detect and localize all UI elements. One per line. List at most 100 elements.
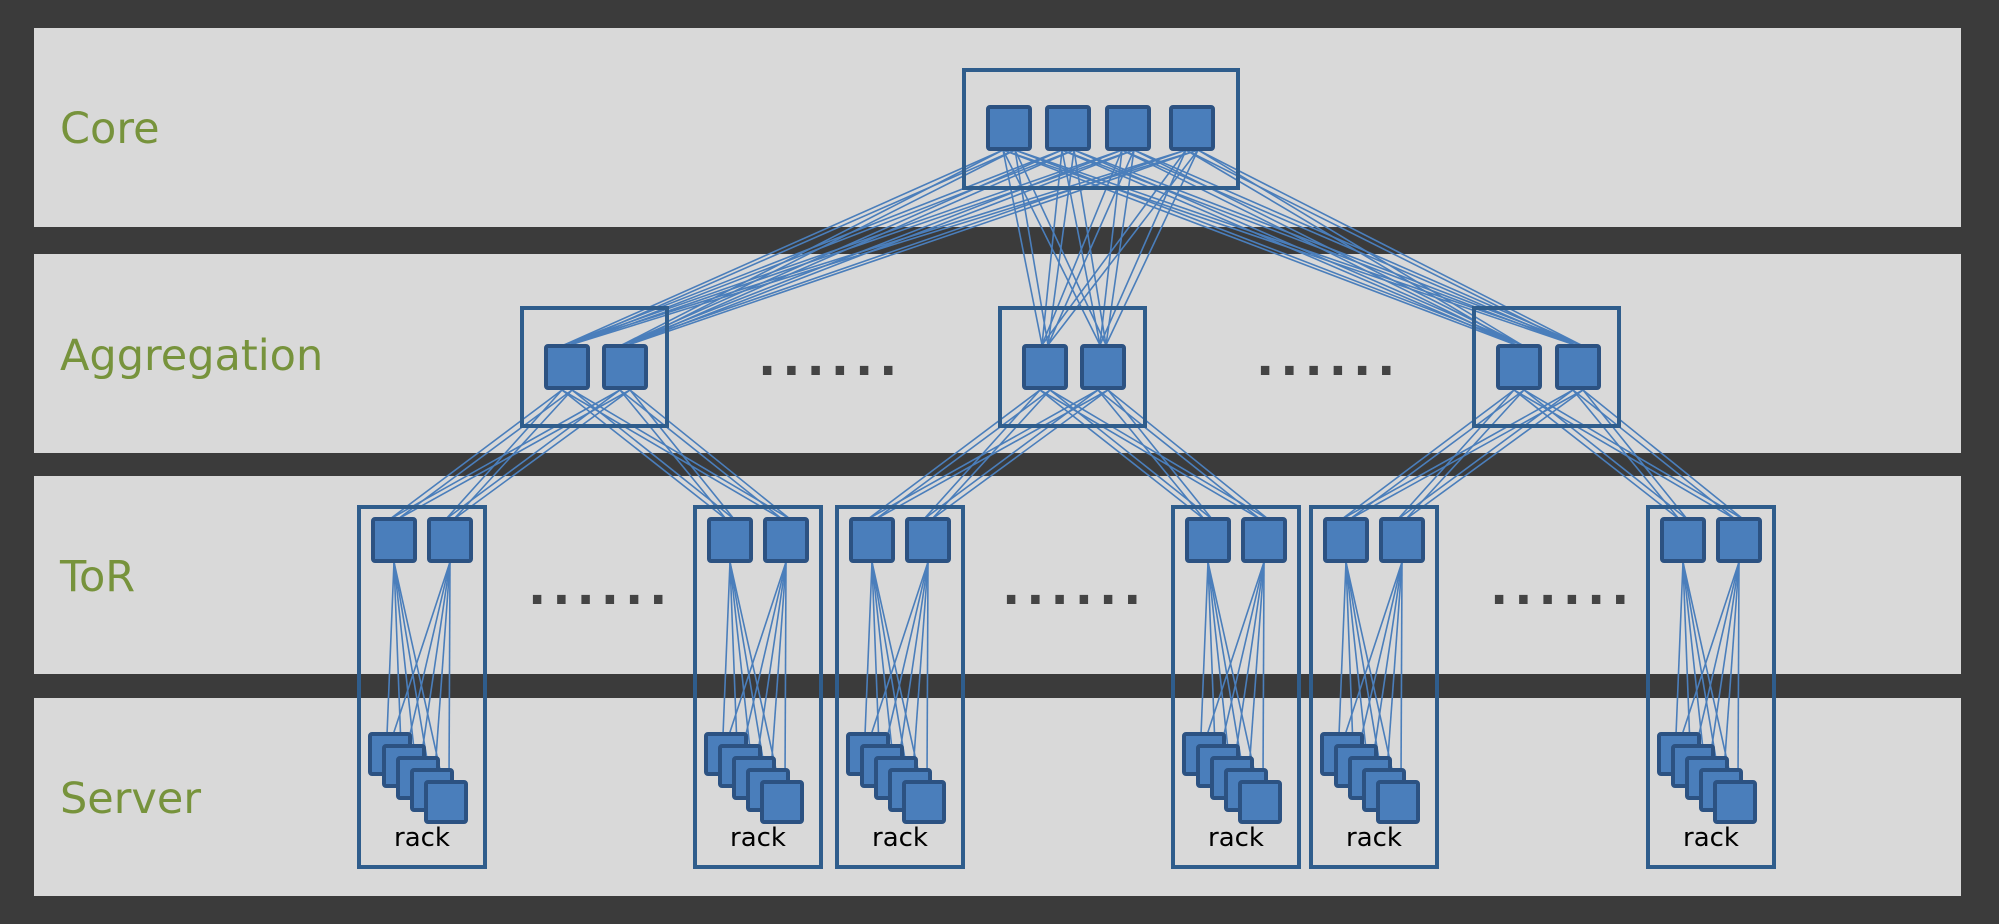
tor-rack xyxy=(1171,505,1301,869)
link xyxy=(1039,389,1205,520)
link xyxy=(1723,561,1740,772)
link xyxy=(1513,389,1680,520)
link xyxy=(1061,149,1101,346)
tor-layer-label: ToR xyxy=(60,552,136,602)
rack-label: rack xyxy=(1208,823,1264,853)
link xyxy=(1582,389,1744,520)
link xyxy=(1513,389,1736,520)
link xyxy=(1107,389,1213,520)
link xyxy=(1682,561,1691,748)
link xyxy=(1372,561,1403,760)
link xyxy=(871,561,922,784)
link xyxy=(386,561,395,736)
link xyxy=(1041,149,1187,346)
link xyxy=(867,389,1041,520)
server xyxy=(760,780,804,824)
link xyxy=(563,149,1004,346)
link xyxy=(619,389,783,520)
link xyxy=(1099,149,1123,346)
link xyxy=(912,561,929,772)
link xyxy=(1682,561,1705,760)
link xyxy=(870,561,929,736)
link xyxy=(1582,389,1688,520)
tor-switch xyxy=(1379,517,1425,563)
rack-label: rack xyxy=(394,823,450,853)
link xyxy=(1133,149,1582,346)
aggregation-switch xyxy=(1555,344,1601,390)
link xyxy=(621,149,1123,346)
link xyxy=(1341,389,1515,520)
link xyxy=(1386,561,1403,772)
link xyxy=(1185,149,1517,346)
rack-label: rack xyxy=(1346,823,1402,853)
rack-label: rack xyxy=(730,823,786,853)
links-layer xyxy=(386,149,1744,784)
link xyxy=(1405,389,1584,520)
link xyxy=(1047,149,1135,346)
tor-rack xyxy=(835,505,965,869)
link xyxy=(1121,149,1576,346)
link xyxy=(406,561,451,748)
link xyxy=(1572,389,1736,520)
aggregation-layer-label: Aggregation xyxy=(60,331,324,381)
link xyxy=(1344,561,1403,736)
core-switch xyxy=(1105,105,1151,151)
tor-band xyxy=(34,476,1961,674)
tor-switch xyxy=(763,517,809,563)
tor-rack xyxy=(357,505,487,869)
link xyxy=(1206,561,1265,736)
link xyxy=(1107,389,1269,520)
link xyxy=(1197,149,1582,346)
link xyxy=(392,561,451,736)
rack-label: rack xyxy=(1683,823,1739,853)
link xyxy=(1207,561,1216,748)
ellipsis-dots: ...... xyxy=(758,331,903,387)
link xyxy=(393,561,444,784)
link xyxy=(629,389,735,520)
server xyxy=(1713,780,1757,824)
aggregation-pod xyxy=(1472,306,1621,428)
aggregation-switch xyxy=(1022,344,1068,390)
link xyxy=(1220,561,1265,748)
link xyxy=(1041,149,1063,346)
ellipsis-dots: ...... xyxy=(1002,560,1147,616)
core-layer-label: Core xyxy=(60,104,160,154)
tor-switch xyxy=(1323,517,1369,563)
core-switch xyxy=(1169,105,1215,151)
nodes-layer xyxy=(368,105,1762,824)
boxes-layer xyxy=(357,68,1776,869)
link xyxy=(742,561,787,748)
tor-rack xyxy=(693,505,823,869)
server-layer-label: Server xyxy=(60,774,202,824)
link xyxy=(871,561,880,748)
link xyxy=(420,561,451,760)
server-band xyxy=(34,698,1961,896)
link xyxy=(1234,561,1265,760)
link xyxy=(1345,561,1368,760)
tor-switch xyxy=(849,517,895,563)
link xyxy=(1400,561,1403,784)
core-switch xyxy=(986,105,1032,151)
link xyxy=(621,149,1187,346)
link xyxy=(389,389,563,520)
core-switch xyxy=(1045,105,1091,151)
aggregation-band xyxy=(34,254,1961,453)
link xyxy=(1572,389,1680,520)
link xyxy=(871,561,894,760)
link xyxy=(1047,149,1199,346)
link xyxy=(1248,561,1265,772)
link xyxy=(563,149,1123,346)
link xyxy=(1097,389,1261,520)
ellipsis-dots: ...... xyxy=(528,560,673,616)
link xyxy=(1047,149,1075,346)
tor-switch xyxy=(1660,517,1706,563)
link xyxy=(728,561,787,736)
link xyxy=(393,561,402,748)
link xyxy=(1681,561,1740,736)
link xyxy=(1002,149,1517,346)
link xyxy=(729,561,780,784)
link xyxy=(729,561,738,748)
link xyxy=(1207,561,1258,784)
link xyxy=(629,389,791,520)
